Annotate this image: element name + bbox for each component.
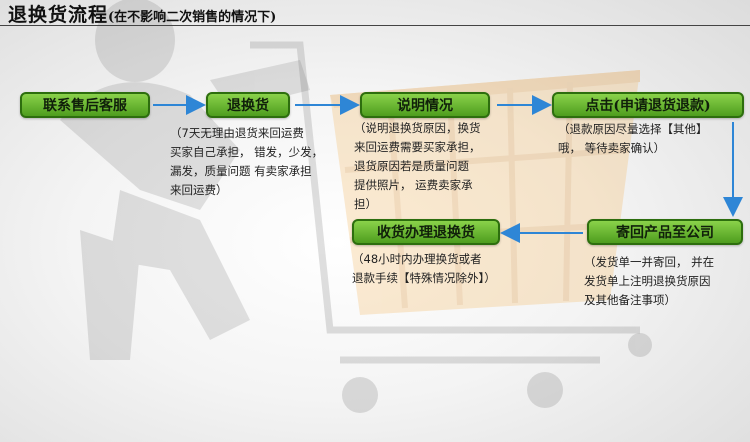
note-line: （退款原因尽量选择【其他】 [558, 122, 708, 136]
note-line: 来回运费） [170, 183, 228, 197]
note-return: （7天无理由退货来回运费 买家自己承担， 错发，少发， 漏发，质量问题 有卖家承… [170, 124, 323, 200]
note-line: 来回运费需要买家承担， [354, 140, 481, 154]
step-return-exchange: 退换货 [206, 92, 290, 118]
step-receive-process: 收货办理退换货 [352, 219, 500, 245]
note-explain: （说明退换货原因，换货 来回运费需要买家承担， 退货原因若是质量问题 提供照片，… [354, 119, 481, 214]
step-contact-service: 联系售后客服 [20, 92, 150, 118]
note-line: （发货单一并寄回， 并在 [584, 255, 715, 269]
note-line: 发货单上注明退换货原因 [584, 274, 711, 288]
note-send: （发货单一并寄回， 并在 发货单上注明退换货原因 及其他备注事项） [584, 253, 714, 310]
title-subtitle: (在不影响二次销售的情况下) [108, 10, 277, 25]
note-line: 退货原因若是质量问题 [354, 159, 469, 173]
note-apply: （退款原因尽量选择【其他】 哦， 等待卖家确认） [558, 120, 708, 158]
page-title: 退换货流程(在不影响二次销售的情况下) [8, 0, 276, 27]
step-apply-refund: 点击(申请退货退款) [552, 92, 744, 118]
note-line: 哦， 等待卖家确认） [558, 141, 666, 155]
note-receive: （48小时内办理换货或者 退款手续【特殊情况除外】） [352, 250, 496, 288]
note-line: 漏发，质量问题 有卖家承担 [170, 164, 312, 178]
note-line: （7天无理由退货来回运费 [170, 126, 304, 140]
note-line: 买家自己承担， 错发，少发， [170, 145, 324, 159]
note-line: （说明退换货原因，换货 [354, 121, 481, 135]
title-main: 退换货流程 [8, 4, 109, 26]
note-line: 担） [354, 197, 377, 211]
note-line: （48小时内办理换货或者 [352, 252, 482, 266]
note-line: 及其他备注事项） [584, 293, 676, 307]
step-send-back-product: 寄回产品至公司 [587, 219, 743, 245]
note-line: 退款手续【特殊情况除外】） [352, 271, 496, 285]
note-line: 提供照片， 运费卖家承 [354, 178, 473, 192]
title-divider [0, 25, 750, 26]
step-explain-situation: 说明情况 [360, 92, 490, 118]
